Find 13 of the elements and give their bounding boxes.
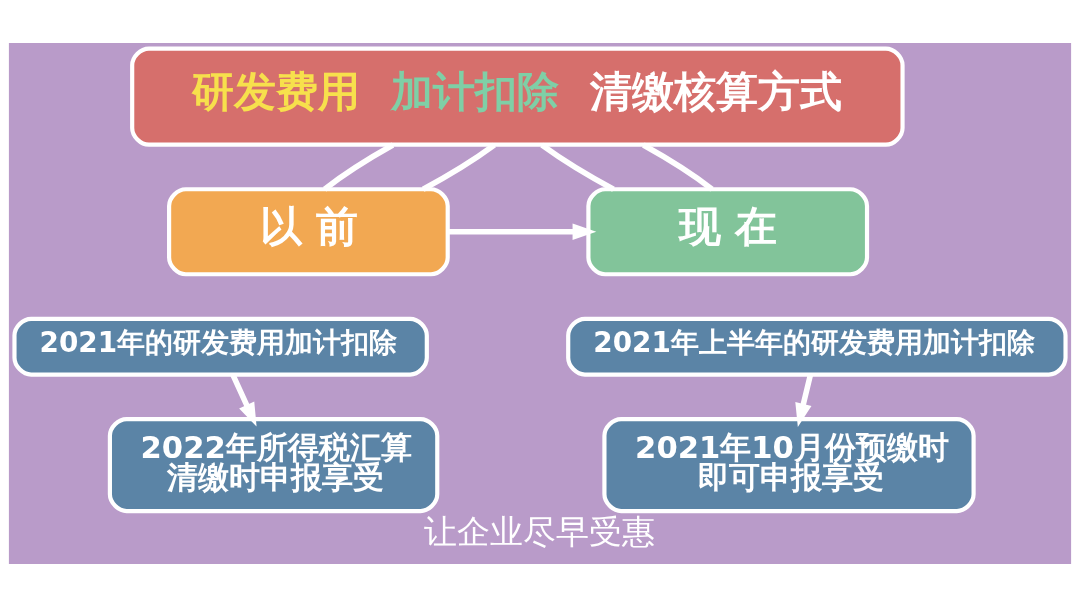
node-box: 2021年10月份预缴时即可申报享受 (602, 417, 976, 514)
arrow (795, 374, 814, 428)
arrow (448, 223, 597, 241)
node-box: 2021年的研发费用加计扣除 (12, 316, 429, 377)
connector (642, 142, 714, 192)
caption: 让企业尽早受惠 (424, 512, 656, 552)
node-box: 2021年上半年的研发费用加计扣除 (566, 316, 1068, 377)
node-box: 以 前 (167, 187, 450, 277)
node-box: 研发费用 加计扣除 清缴核算方式 (130, 46, 905, 147)
arrow (230, 373, 257, 427)
node-box: 2022年所得税汇算清缴时申报享受 (107, 417, 440, 514)
connector (322, 142, 395, 192)
node-box: 现 在 (586, 187, 870, 277)
